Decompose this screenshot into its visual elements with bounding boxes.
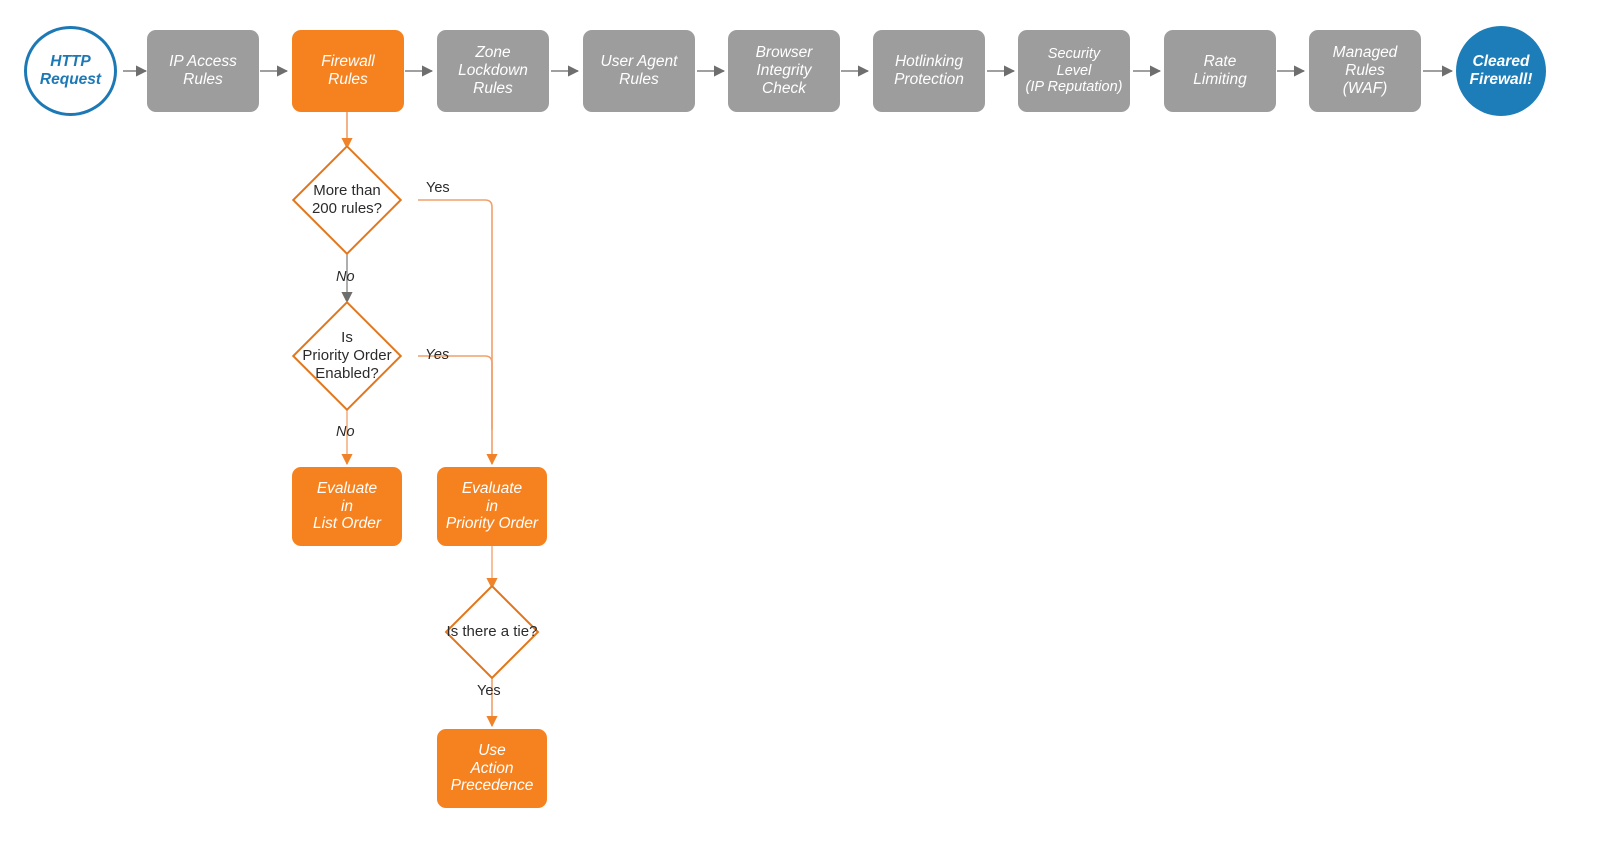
node-evaluate-in-list-order[interactable]: Evaluate in List Order xyxy=(292,467,402,546)
edge-label-yes-priority-order: Yes xyxy=(425,347,450,363)
node-rate-limiting[interactable]: Rate Limiting xyxy=(1164,30,1276,112)
node-security-level[interactable]: Security Level (IP Reputation) xyxy=(1018,30,1130,112)
decision-priority-order-enabled[interactable]: Is Priority Order Enabled? xyxy=(275,300,419,412)
node-user-agent-rules[interactable]: User Agent Rules xyxy=(583,30,695,112)
node-http-request[interactable]: HTTP Request xyxy=(24,26,117,116)
decision-more-than-200-rules[interactable]: More than 200 rules? xyxy=(275,144,419,256)
edge-yes-priority-order xyxy=(418,355,493,430)
node-cleared-firewall[interactable]: Cleared Firewall! xyxy=(1456,26,1546,116)
edge-label-yes-tie: Yes xyxy=(477,683,501,699)
edge-yes-more-than-200 xyxy=(418,199,498,466)
node-browser-integrity-check[interactable]: Browser Integrity Check xyxy=(728,30,840,112)
edge-label-no-more-than-200: No xyxy=(336,269,355,285)
node-ip-access-rules[interactable]: IP Access Rules xyxy=(147,30,259,112)
decision-label: Is there a tie? xyxy=(446,623,538,641)
node-hotlinking-protection[interactable]: Hotlinking Protection xyxy=(873,30,985,112)
decision-is-there-a-tie[interactable]: Is there a tie? xyxy=(420,584,564,680)
node-managed-rules-waf[interactable]: Managed Rules (WAF) xyxy=(1309,30,1421,112)
edge-label-no-priority-order: No xyxy=(336,424,355,440)
node-firewall-rules[interactable]: Firewall Rules xyxy=(292,30,404,112)
node-zone-lockdown-rules[interactable]: Zone Lockdown Rules xyxy=(437,30,549,112)
node-use-action-precedence[interactable]: Use Action Precedence xyxy=(437,729,547,808)
edge-label-yes-more-than-200: Yes xyxy=(426,180,450,196)
node-evaluate-in-priority-order[interactable]: Evaluate in Priority Order xyxy=(437,467,547,546)
decision-label: Is Priority Order Enabled? xyxy=(302,329,392,382)
decision-label: More than 200 rules? xyxy=(311,182,383,217)
